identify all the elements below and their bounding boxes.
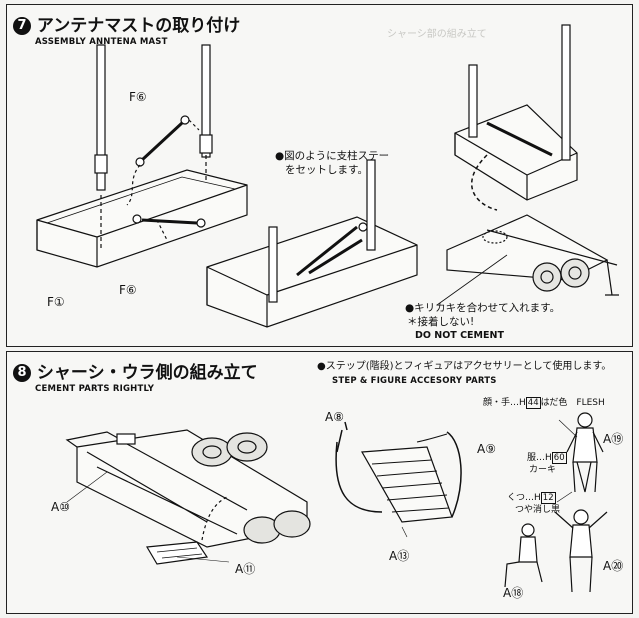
paint-clothes-code: 60 xyxy=(551,452,567,464)
bleed-through-text: シャーシ部の組み立て xyxy=(387,29,487,40)
note-notch: ●キリカキを合わせて入れます。 ＊接着しない! DO NOT CEMENT xyxy=(405,301,560,343)
step8-number: 8 xyxy=(13,364,31,382)
paint-shoes-code: 12 xyxy=(540,492,556,504)
part-label-a9: A⑨ xyxy=(477,442,496,456)
step7-title: 7 アンテナマストの取り付け xyxy=(13,11,240,36)
part-label-f1: F① xyxy=(47,295,65,309)
paint-clothes-color: カーキ xyxy=(529,465,557,475)
paint-face-suffix: はだ色 FLESH xyxy=(540,398,605,408)
step8-panel: 8 シャーシ・ウラ側の組み立て CEMENT PARTS RIGHTLY ●ステ… xyxy=(6,351,633,614)
part-label-a20: A⑳ xyxy=(603,559,624,573)
note-notch-line2: ＊接着しない! xyxy=(407,316,475,328)
part-label-f6-bottom: F⑥ xyxy=(119,283,137,297)
note-stay: ●図のように支柱ステー をセットします。 xyxy=(275,149,389,177)
part-label-f6-top: F⑥ xyxy=(129,90,147,104)
part-label-a10: A⑩ xyxy=(51,500,70,514)
accessory-note-jp: ●ステップ(階段)とフィギュアはアクセサリーとして使用します。 xyxy=(317,361,612,372)
note-notch-line1: ●キリカキを合わせて入れます。 xyxy=(405,302,561,314)
part-label-a8: A⑧ xyxy=(325,410,344,424)
paint-face-prefix: 顔・手…H xyxy=(483,398,526,408)
step7-panel: 7 アンテナマストの取り付け ASSEMBLY ANNTENA MAST シャー… xyxy=(6,4,633,347)
part-label-a13: A⑬ xyxy=(389,549,410,563)
step8-title: 8 シャーシ・ウラ側の組み立て xyxy=(13,358,258,383)
accessory-note-en: STEP & FIGURE ACCESORY PARTS xyxy=(332,376,497,386)
paint-shoes-prefix: くつ…H xyxy=(507,493,541,503)
note-stay-line1: ●図のように支柱ステー xyxy=(275,150,390,162)
part-label-a11: A⑪ xyxy=(235,562,256,576)
step7-title-jp: アンテナマストの取り付け xyxy=(36,16,241,36)
paint-clothes-prefix: 服…H xyxy=(527,453,552,463)
paint-shoes-color: つや消し黒 xyxy=(515,505,561,515)
part-label-a19: A⑲ xyxy=(603,432,624,446)
step7-diagram xyxy=(36,24,619,328)
step7-title-en: ASSEMBLY ANNTENA MAST xyxy=(35,37,168,47)
step8-title-jp: シャーシ・ウラ側の組み立て xyxy=(36,363,258,383)
note-notch-en: DO NOT CEMENT xyxy=(415,330,504,341)
note-stay-line2: をセットします。 xyxy=(285,164,368,176)
step8-diagram xyxy=(65,412,608,593)
part-label-a18: A⑱ xyxy=(503,586,524,600)
step8-title-en: CEMENT PARTS RIGHTLY xyxy=(35,384,155,394)
paint-face-code: 44 xyxy=(525,397,541,409)
step7-number: 7 xyxy=(13,17,31,35)
